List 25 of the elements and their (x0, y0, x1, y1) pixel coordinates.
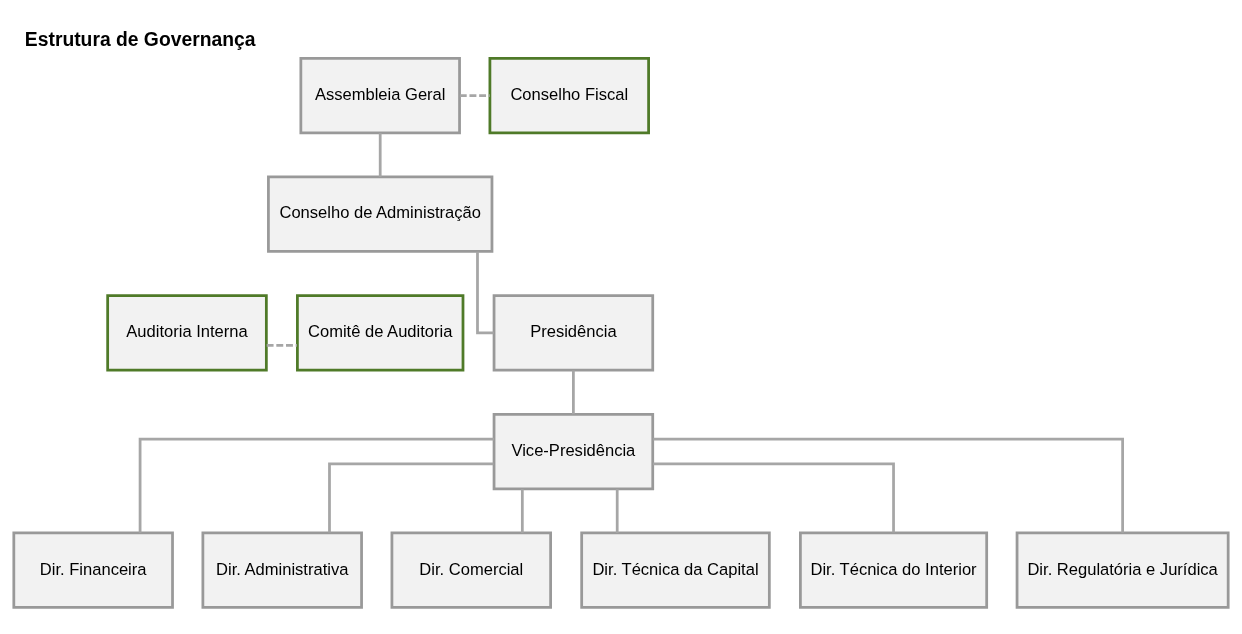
node-box: Dir. Financeira (12, 531, 174, 609)
connector (652, 462, 895, 533)
node-box: Dir. Administrativa (201, 531, 363, 609)
connector (653, 437, 1124, 533)
node-box: Conselho de Administração (267, 175, 494, 253)
connector (520, 489, 524, 533)
connector (138, 437, 494, 533)
node-box: Presidência (492, 294, 655, 372)
connector (615, 489, 619, 533)
node-box: Dir. Regulatória e Jurídica (1015, 531, 1230, 609)
node-box: Auditoria Interna (106, 294, 268, 372)
connector (266, 343, 297, 347)
connector (328, 462, 494, 533)
node-box: Assembleia Geral (299, 56, 461, 135)
node-box: Dir. Técnica do Interior (799, 531, 989, 609)
diagram-title: Estrutura de Governança (24, 29, 256, 51)
node-box: Dir. Técnica da Capital (580, 531, 771, 609)
node-box: Comitê de Auditoria (296, 294, 465, 372)
connector (378, 133, 382, 177)
connector (476, 251, 494, 335)
node-box: Vice-Presidência (492, 412, 655, 491)
connector (572, 370, 575, 415)
node-box: Dir. Comercial (390, 531, 552, 609)
node-box: Conselho Fiscal (488, 56, 650, 135)
connector (459, 94, 490, 97)
